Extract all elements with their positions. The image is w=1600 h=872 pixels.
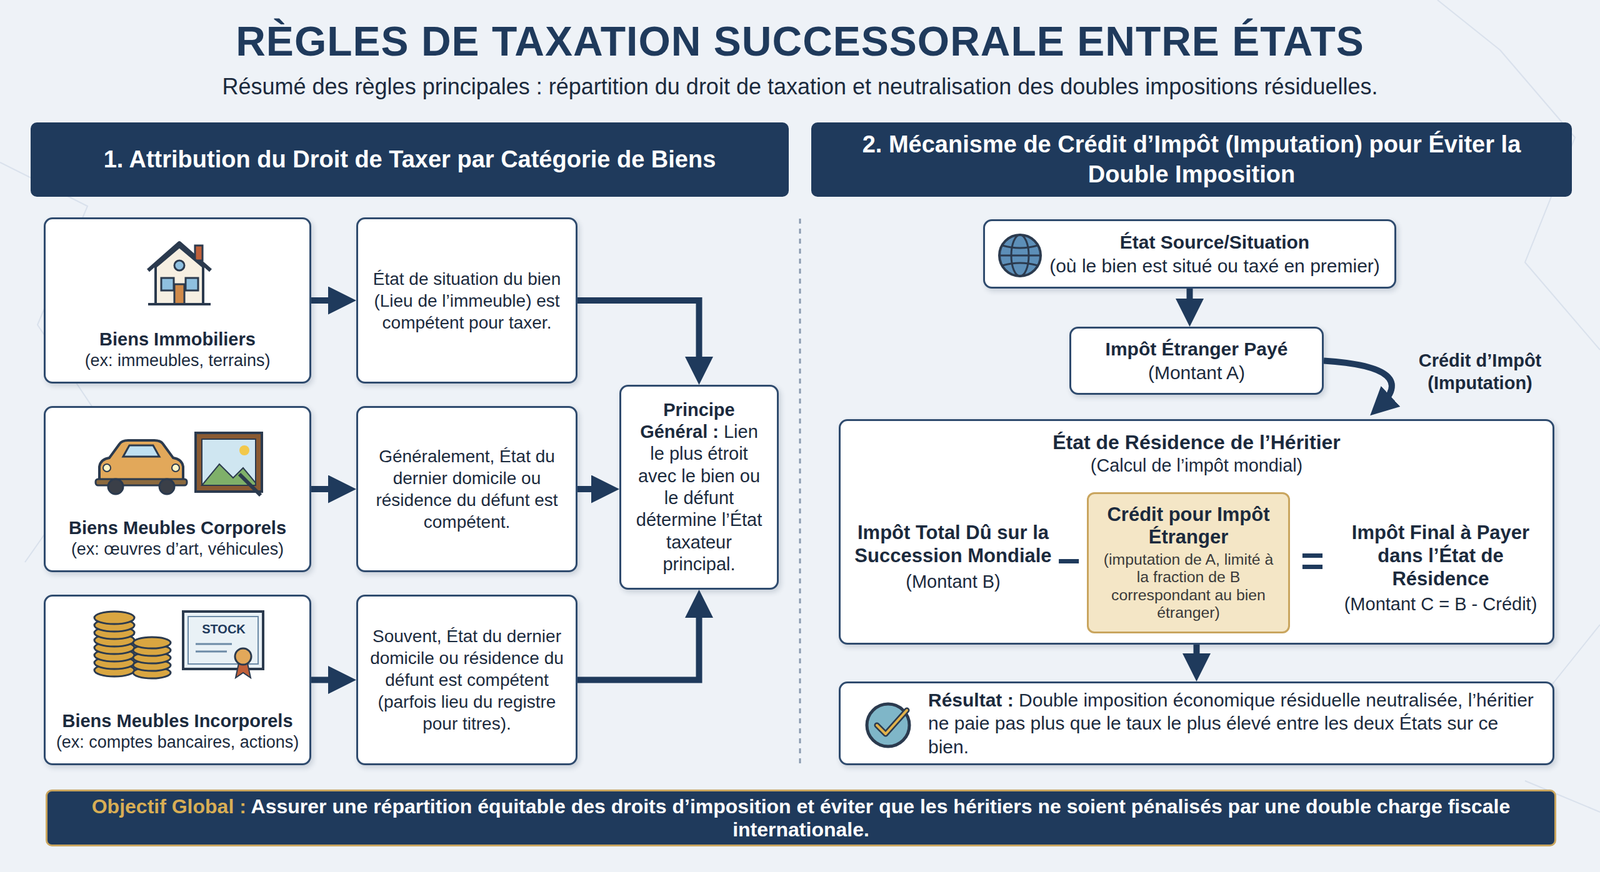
node-text: (imputation de A, limité à la fraction d… (1096, 551, 1281, 623)
section-header: 2. Mécanisme de Crédit d’Impôt (Imputati… (811, 122, 1572, 197)
section-divider (799, 218, 802, 767)
flow-arrow (311, 677, 345, 684)
coins-certificate-icon (89, 608, 271, 682)
node-text: (Calcul de l’impôt mondial) (849, 455, 1544, 478)
category-box: Biens Meubles Corporels(ex: œuvres d’art… (43, 406, 312, 573)
node-heading: Impôt Étranger Payé (1105, 337, 1289, 362)
node-text: (ex: comptes bancaires, actions) (56, 732, 299, 753)
node-heading: Crédit pour Impôt Étranger (1096, 503, 1281, 549)
category-box: Biens Meubles Incorporels(ex: comptes ba… (43, 595, 312, 766)
node-heading: 1. Attribution du Droit de Taxer par Cat… (103, 145, 717, 175)
text-wrap: Principe Général : Lien le plus étroit a… (631, 399, 767, 577)
node-heading: Principe Général : (640, 400, 735, 442)
formula-amount: (Montant B) (853, 571, 1054, 594)
residence-box: État de Résidence de l’Héritier(Calcul d… (838, 419, 1555, 645)
flow-arrow (1186, 288, 1194, 316)
diagram-caption: Résumé des règles principales : répartit… (25, 73, 1575, 100)
node-text: Lien le plus étroit avec le bien ou le d… (636, 421, 763, 575)
flow-arrow (577, 300, 700, 374)
car-painting-icon (91, 430, 267, 500)
flow-arrow (577, 486, 609, 493)
node-text: Assurer une répartition équitable des dr… (251, 795, 1511, 842)
operator-sign: − (1053, 541, 1085, 582)
formula-term: Impôt Final à Payer dans l’État de Résid… (1334, 521, 1547, 592)
icon-text: STOCK (184, 621, 264, 637)
node-heading: Biens Immobiliers (99, 328, 256, 351)
operator-sign: = (1293, 541, 1332, 582)
credit-box: Crédit pour Impôt Étranger(imputation de… (1086, 492, 1290, 634)
diagram-title: RÈGLES DE TAXATION SUCCESSORALE ENTRE ÉT… (25, 17, 1575, 65)
rule-box: Généralement, État du dernier domicile o… (356, 406, 578, 573)
flow-arrow (1193, 645, 1200, 671)
node-heading: État de situation du bien (Lieu de l’imm… (369, 268, 565, 334)
flow-arrow (311, 486, 345, 493)
node-heading: Biens Meubles Corporels (68, 517, 287, 540)
formula-amount: (Montant C = B - Crédit) (1334, 593, 1547, 616)
node-text: (ex: œuvres d’art, véhicules) (71, 539, 284, 560)
check-icon (863, 700, 914, 751)
node-text: (ex: immeubles, terrains) (85, 350, 271, 371)
node-heading: Biens Meubles Incorporels (61, 710, 293, 733)
source-box: État Source/Situation(où le bien est sit… (983, 219, 1397, 289)
node-heading: État Source/Situation (1120, 230, 1310, 255)
house-icon (138, 234, 220, 310)
node-heading: Généralement, État du dernier domicile o… (369, 445, 565, 534)
node-heading: État de Résidence de l’Héritier (849, 430, 1544, 455)
edge-label: Crédit d’Impôt (Imputation) (1411, 349, 1549, 395)
text-wrap: Objectif Global : Assurer une répartitio… (62, 795, 1540, 842)
formula-term: Impôt Total Dû sur la Succession Mondial… (853, 521, 1054, 568)
objective-band: Objectif Global : Assurer une répartitio… (45, 790, 1557, 847)
node-text: (Montant A) (1148, 361, 1245, 385)
node-heading: Résultat : (928, 690, 1014, 711)
node-heading: Objectif Global : (91, 795, 247, 819)
rule-box: État de situation du bien (Lieu de l’imm… (356, 217, 578, 384)
tax-box: Impôt Étranger Payé(Montant A) (1069, 326, 1324, 395)
result-box: Résultat : Double imposition économique … (838, 681, 1555, 766)
section-header: 1. Attribution du Droit de Taxer par Cat… (30, 122, 789, 197)
node-text: Double imposition économique résiduelle … (928, 690, 1534, 758)
category-box: Biens Immobiliers(ex: immeubles, terrain… (43, 217, 312, 384)
node-heading: Souvent, État du dernier domicile ou rés… (369, 625, 565, 735)
globe-icon (996, 231, 1044, 280)
flow-arrow (577, 601, 700, 681)
node-heading: 2. Mécanisme de Crédit d’Impôt (Imputati… (826, 130, 1557, 190)
flow-arrow (311, 297, 345, 304)
flow-arrow (1323, 361, 1392, 409)
node-text: (où le bien est situé ou taxé en premier… (1049, 254, 1380, 279)
principle-box: Principe Général : Lien le plus étroit a… (619, 385, 779, 590)
rule-box: Souvent, État du dernier domicile ou rés… (356, 595, 578, 766)
text-wrap: Résultat : Double imposition économique … (928, 688, 1534, 760)
